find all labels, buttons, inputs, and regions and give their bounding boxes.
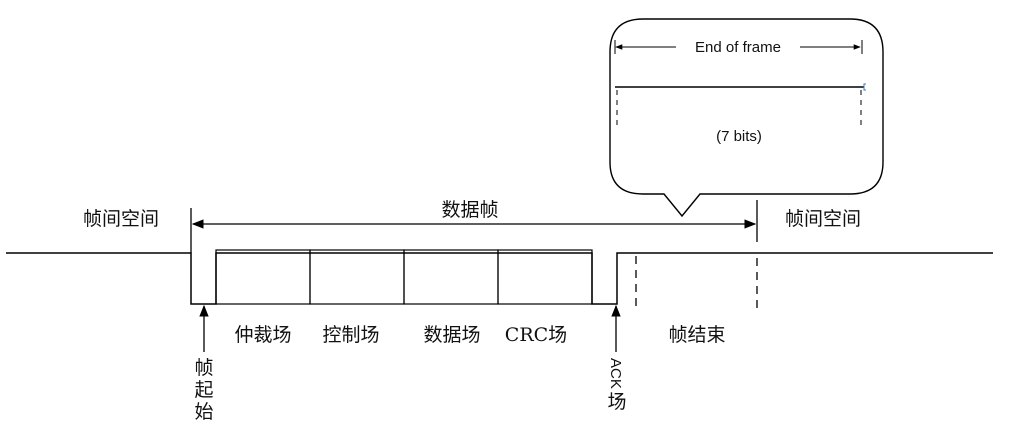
ack-label-rotated: ACK bbox=[607, 358, 624, 389]
crc-field-box bbox=[497, 249, 593, 305]
interframe-space-left-label: 帧间空间 bbox=[83, 208, 159, 230]
eof-bit-tick bbox=[863, 83, 866, 91]
sof-label-char-3: 始 bbox=[194, 401, 213, 423]
end-of-frame-label: 帧结束 bbox=[668, 324, 725, 346]
data-frame-label: 数据帧 bbox=[441, 199, 498, 221]
eof-callout-bubble bbox=[609, 18, 884, 218]
signal-waveform bbox=[6, 252, 993, 305]
arbitration-field-box bbox=[215, 249, 311, 305]
sof-label-char-1: 帧 bbox=[194, 357, 213, 379]
eof-title: End of frame bbox=[695, 39, 781, 56]
eof-bits: (7 bits) bbox=[716, 128, 762, 145]
data-field-box bbox=[403, 249, 499, 305]
control-field-box bbox=[309, 249, 405, 305]
interframe-space-right-label: 帧间空间 bbox=[785, 208, 861, 230]
sof-label-char-2: 起 bbox=[194, 379, 213, 401]
arbitration-field-label: 仲裁场 bbox=[234, 324, 291, 346]
control-field-label: 控制场 bbox=[322, 324, 379, 346]
ack-label-suffix: 场 bbox=[607, 391, 626, 413]
data-field-label: 数据场 bbox=[423, 324, 480, 346]
crc-field-label: CRC场 bbox=[505, 324, 567, 346]
